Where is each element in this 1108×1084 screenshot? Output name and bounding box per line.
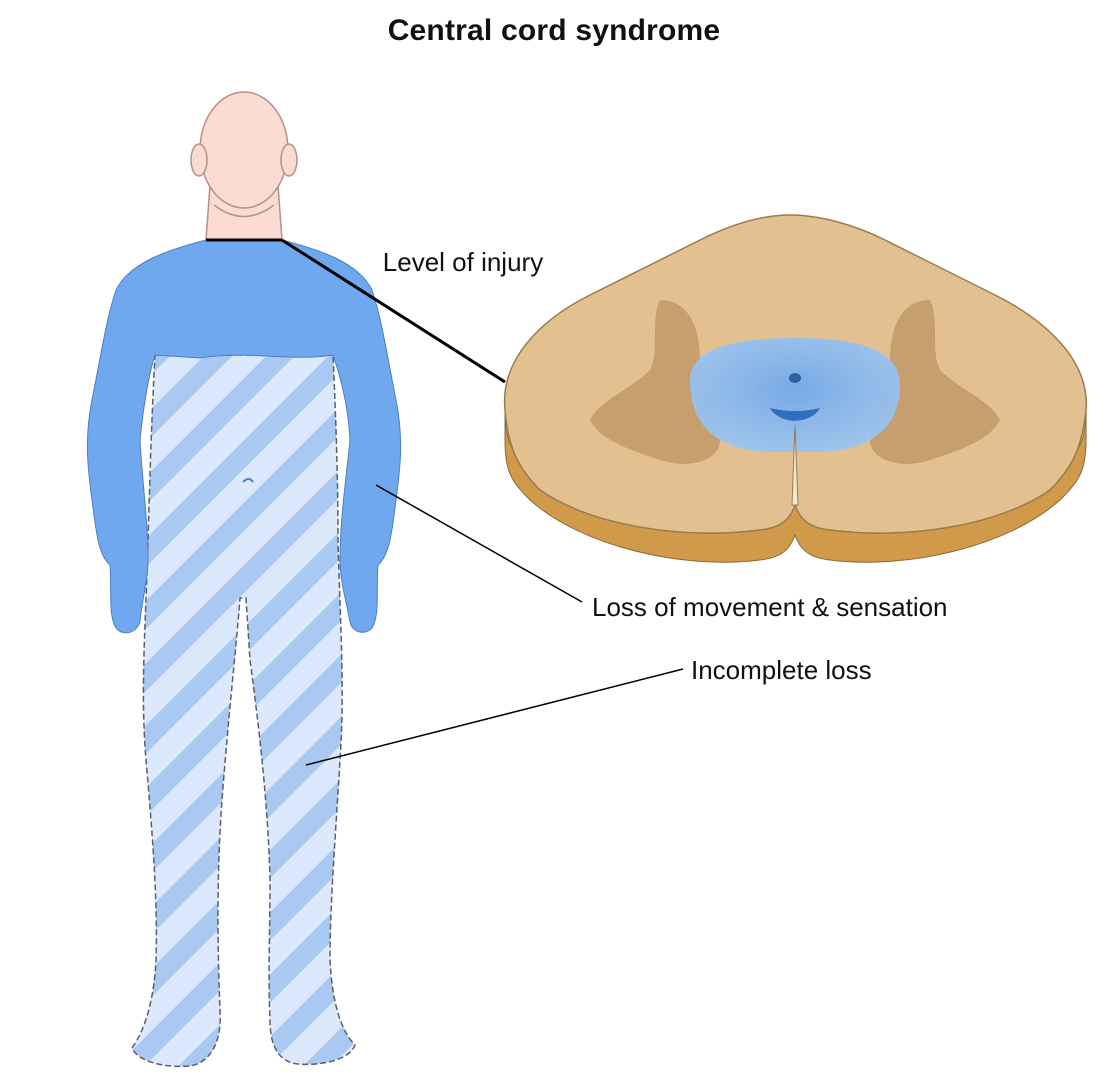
callout-line-level-of-injury — [281, 238, 506, 384]
incomplete-loss-label: Incomplete loss — [691, 655, 872, 685]
grey-matter-left — [590, 300, 720, 464]
navel-mark — [242, 478, 254, 483]
head — [190, 91, 298, 218]
grey-matter-right — [870, 300, 1000, 464]
human-body-figure — [86, 91, 402, 1068]
upper-body-complete-loss-region — [86, 239, 402, 634]
spinal-cord-cross-section — [503, 214, 1087, 563]
callout-line-loss-movement — [375, 484, 583, 603]
loss-of-movement-label: Loss of movement & sensation — [592, 592, 948, 622]
lower-body-incomplete-loss-region — [131, 354, 356, 1068]
anterior-median-fissure — [770, 408, 820, 421]
central-cord-lesion — [690, 338, 900, 452]
posterior-median-sulcus — [791, 424, 799, 506]
central-canal — [789, 373, 801, 383]
level-of-injury-label: Level of injury — [382, 247, 544, 277]
diagram-title: Central cord syndrome — [387, 14, 721, 47]
callout-line-incomplete-loss — [305, 668, 684, 766]
